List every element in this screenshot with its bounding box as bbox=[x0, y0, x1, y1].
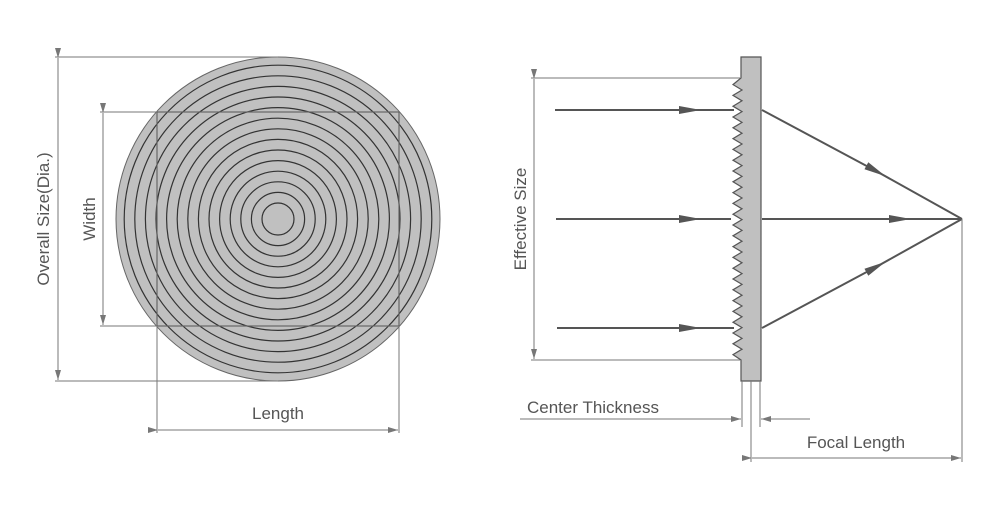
refracted-ray-top bbox=[761, 109, 963, 220]
fresnel-rings bbox=[123, 64, 433, 374]
length-label: Length bbox=[252, 404, 304, 423]
overall-size-label: Overall Size(Dia.) bbox=[34, 152, 53, 285]
fresnel-lens-side-view bbox=[731, 56, 762, 382]
effective-size-dimension bbox=[531, 69, 740, 361]
fresnel-ring bbox=[134, 75, 422, 363]
refracted-ray-bottom bbox=[761, 218, 963, 329]
length-dimension bbox=[148, 326, 400, 433]
light-rays bbox=[555, 106, 963, 332]
effective-size-label: Effective Size bbox=[511, 168, 530, 271]
overall-size-dimension bbox=[55, 48, 278, 382]
fresnel-ring bbox=[229, 170, 327, 268]
focal-length-dimension bbox=[742, 219, 963, 462]
center-thickness-dimension bbox=[520, 381, 810, 427]
width-label: Width bbox=[80, 197, 99, 240]
lens-disc bbox=[115, 56, 441, 382]
fresnel-lens-front-view bbox=[115, 56, 441, 382]
rectangular-cut-outline bbox=[156, 111, 400, 327]
fresnel-ring bbox=[197, 138, 359, 300]
center-thickness-label: Center Thickness bbox=[527, 398, 659, 417]
focal-length-label: Focal Length bbox=[807, 433, 905, 452]
fresnel-ring bbox=[240, 181, 316, 257]
fresnel-ring bbox=[166, 106, 391, 332]
fresnel-ring bbox=[187, 128, 369, 310]
width-dimension bbox=[100, 103, 157, 327]
fresnel-ring bbox=[250, 191, 306, 247]
fresnel-ring bbox=[261, 202, 295, 236]
fresnel-ring bbox=[155, 96, 401, 342]
fresnel-ring bbox=[123, 64, 433, 374]
lens-cross-section bbox=[731, 56, 762, 382]
fresnel-ring bbox=[176, 117, 380, 321]
fresnel-ring bbox=[219, 160, 338, 279]
fresnel-ring bbox=[144, 85, 412, 353]
fresnel-ring bbox=[208, 149, 348, 289]
